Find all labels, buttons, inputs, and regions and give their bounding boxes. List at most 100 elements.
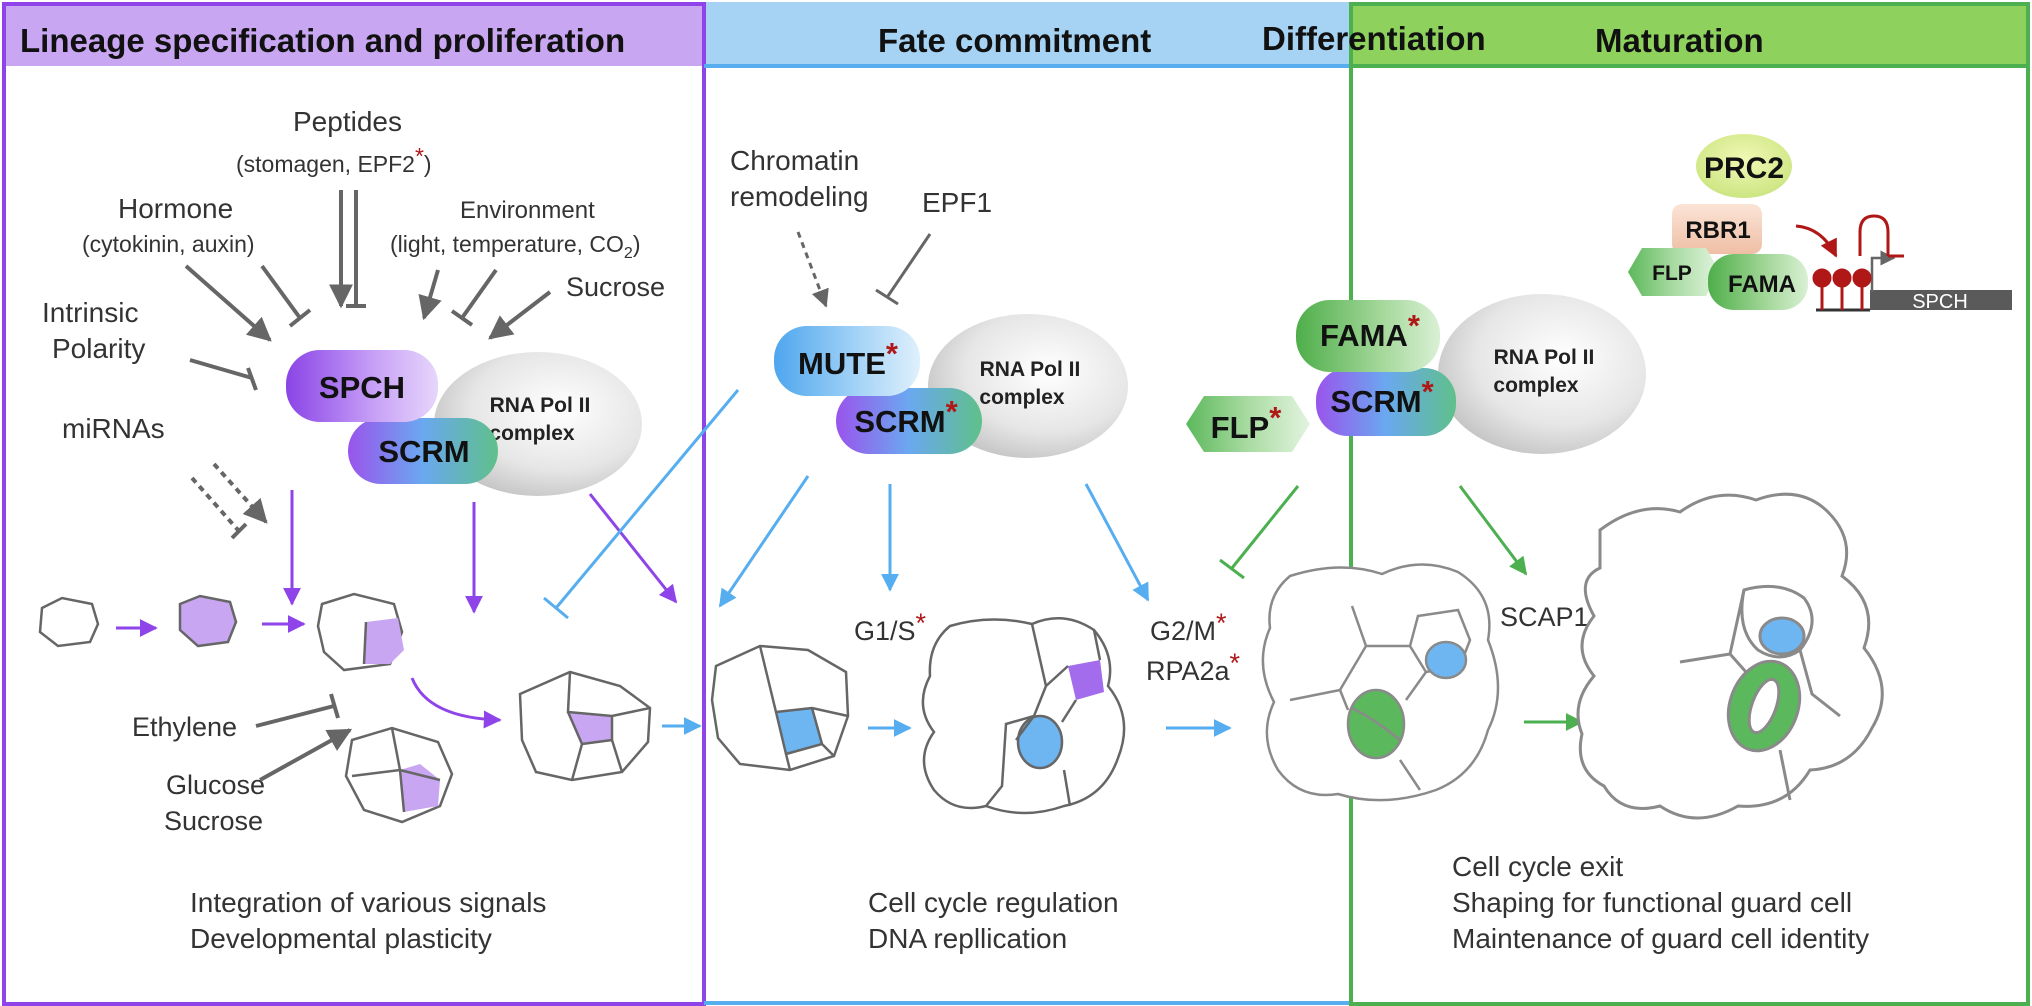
young-gc-nucleus [1424, 640, 1468, 680]
sucrose-label: Sucrose [566, 272, 665, 302]
repression-symbol [1858, 214, 1904, 258]
flp-small-protein [1628, 248, 1720, 296]
spch-protein [286, 350, 438, 422]
maturation-summary-1: Cell cycle exit [1452, 851, 1623, 882]
prc2-label: PRC2 [1704, 152, 1784, 185]
blue-arrow-mute-left [718, 475, 810, 608]
fama-small-label: FAMA [1728, 271, 1796, 298]
pol2-label-3b: complex [1493, 374, 1579, 397]
spch-label: SPCH [319, 370, 405, 405]
fate-summary-2: DNA repllication [868, 923, 1067, 954]
fate-cells [710, 617, 1126, 815]
header-maturation: Maturation [1595, 22, 1764, 59]
spch-meristemoid [1068, 660, 1104, 700]
polarity-inhibition [189, 358, 253, 380]
h3k27me3-mark-3 [1852, 268, 1872, 288]
chromatin-label-1: Chromatin [730, 145, 859, 176]
gmc-amplifying-cell [710, 644, 850, 772]
prc2-methylation-arrow [1795, 224, 1838, 258]
gmc-1 [776, 708, 822, 754]
environment-inhibition [460, 268, 498, 320]
rbr1-protein [1672, 204, 1762, 254]
lineage-summary-1: Integration of various signals [190, 887, 546, 918]
header-lineage: Lineage specification and proliferation [20, 22, 625, 59]
lineage-signal-arrows [184, 190, 552, 782]
scrm-label-3: SCRM* [1330, 374, 1434, 419]
hormone-label: Hormone [118, 193, 233, 224]
scrm-protein-1 [348, 418, 498, 484]
hormone-arrow [184, 264, 272, 342]
gmc-walls-1 [758, 645, 849, 771]
young-gc-pore [1351, 706, 1401, 741]
fate-blue-arrows [543, 389, 1232, 737]
amc-walls-2 [351, 727, 441, 813]
amc-wall-1 [362, 621, 368, 665]
lineage-header-bg [2, 2, 706, 66]
mirna-inhibition [190, 476, 240, 532]
hormone-detail: (cytokinin, auxin) [82, 231, 255, 257]
mirnas-label: miRNAs [62, 413, 165, 444]
maturation-green-arrows [1219, 485, 1584, 731]
gmc-walls-2 [985, 623, 1102, 807]
gmc-division-cell [921, 617, 1126, 815]
intrinsic-label: Intrinsic [42, 297, 138, 328]
pol2-label-2a: RNA Pol II [980, 358, 1081, 381]
mature-guard-cell-complex [1576, 492, 1884, 820]
scrm-label-2: SCRM* [854, 394, 958, 439]
mute-label: MUTE* [798, 336, 899, 381]
pol2-label-2b: complex [979, 386, 1065, 409]
glucose-arrow [259, 728, 353, 782]
peptides-label: Peptides [293, 106, 402, 137]
mirna-inhibition-bar [230, 522, 248, 540]
environment-label: Environment [460, 197, 595, 224]
scrm-label-1: SCRM [378, 434, 469, 469]
mature-stomatal-pore [1747, 677, 1781, 735]
spch-gene-box [1870, 290, 2012, 310]
lineage-summary-2: Developmental plasticity [190, 923, 492, 954]
pol2-complex-3 [1438, 294, 1646, 454]
tss-arrow [1870, 250, 1896, 292]
lineage-panel-border [2, 2, 706, 1006]
fate-summary-1: Cell cycle regulation [868, 887, 1119, 918]
header-fate: Fate commitment [878, 22, 1151, 59]
rbr1-label: RBR1 [1685, 217, 1750, 244]
pol2-label-3a: RNA Pol II [1494, 346, 1595, 369]
epf1-label: EPF1 [922, 187, 992, 218]
purple-arrow-curve [410, 677, 502, 729]
mirna-arrow [212, 462, 268, 524]
mute-protein [774, 326, 920, 396]
mature-gc-nucleus [1758, 616, 1806, 656]
flp-inhibition-bar [1219, 558, 1245, 580]
mature-gc-walls [1679, 589, 1841, 801]
rpa2a-label: RPA2a* [1146, 648, 1241, 686]
chromatin-label-2: remodeling [730, 181, 869, 212]
h3k27me3-mark-2 [1832, 268, 1852, 288]
ethylene-inhibition-bar [329, 693, 340, 719]
environment-arrow [418, 269, 442, 321]
prc2-protein [1696, 134, 1792, 198]
epf1-inhibition-bar [875, 288, 899, 306]
purple-arrow-diag [588, 493, 678, 604]
lineage-cells [38, 592, 652, 824]
g2m-label: G2/M* [1150, 608, 1227, 646]
fama-arrow-scap1 [1458, 485, 1528, 576]
scrm-protein-2 [836, 388, 982, 454]
glucose-label: Glucose [166, 770, 265, 800]
hormone-inhibition-bar [288, 308, 312, 328]
chromatin-arrow [796, 231, 829, 308]
polarity-label: Polarity [52, 333, 145, 364]
flp-small-label: FLP [1652, 262, 1692, 285]
peptides-detail: (stomagen, EPF2*) [236, 143, 432, 177]
blue-inhibition [554, 389, 740, 609]
flp-label: FLP* [1211, 400, 1283, 445]
h3k27me3-mark-1 [1812, 268, 1832, 288]
flp-protein [1186, 396, 1310, 452]
meristemoid-2 [400, 764, 440, 812]
header-differentiation: Differentiation [1262, 20, 1486, 57]
epf1-inhibition [886, 233, 932, 297]
ethylene-label: Ethylene [132, 712, 237, 742]
polarity-inhibition-bar [246, 367, 258, 391]
maturation-panel-border [1349, 2, 2030, 1006]
scap1-label: SCAP1* [1500, 594, 1600, 632]
